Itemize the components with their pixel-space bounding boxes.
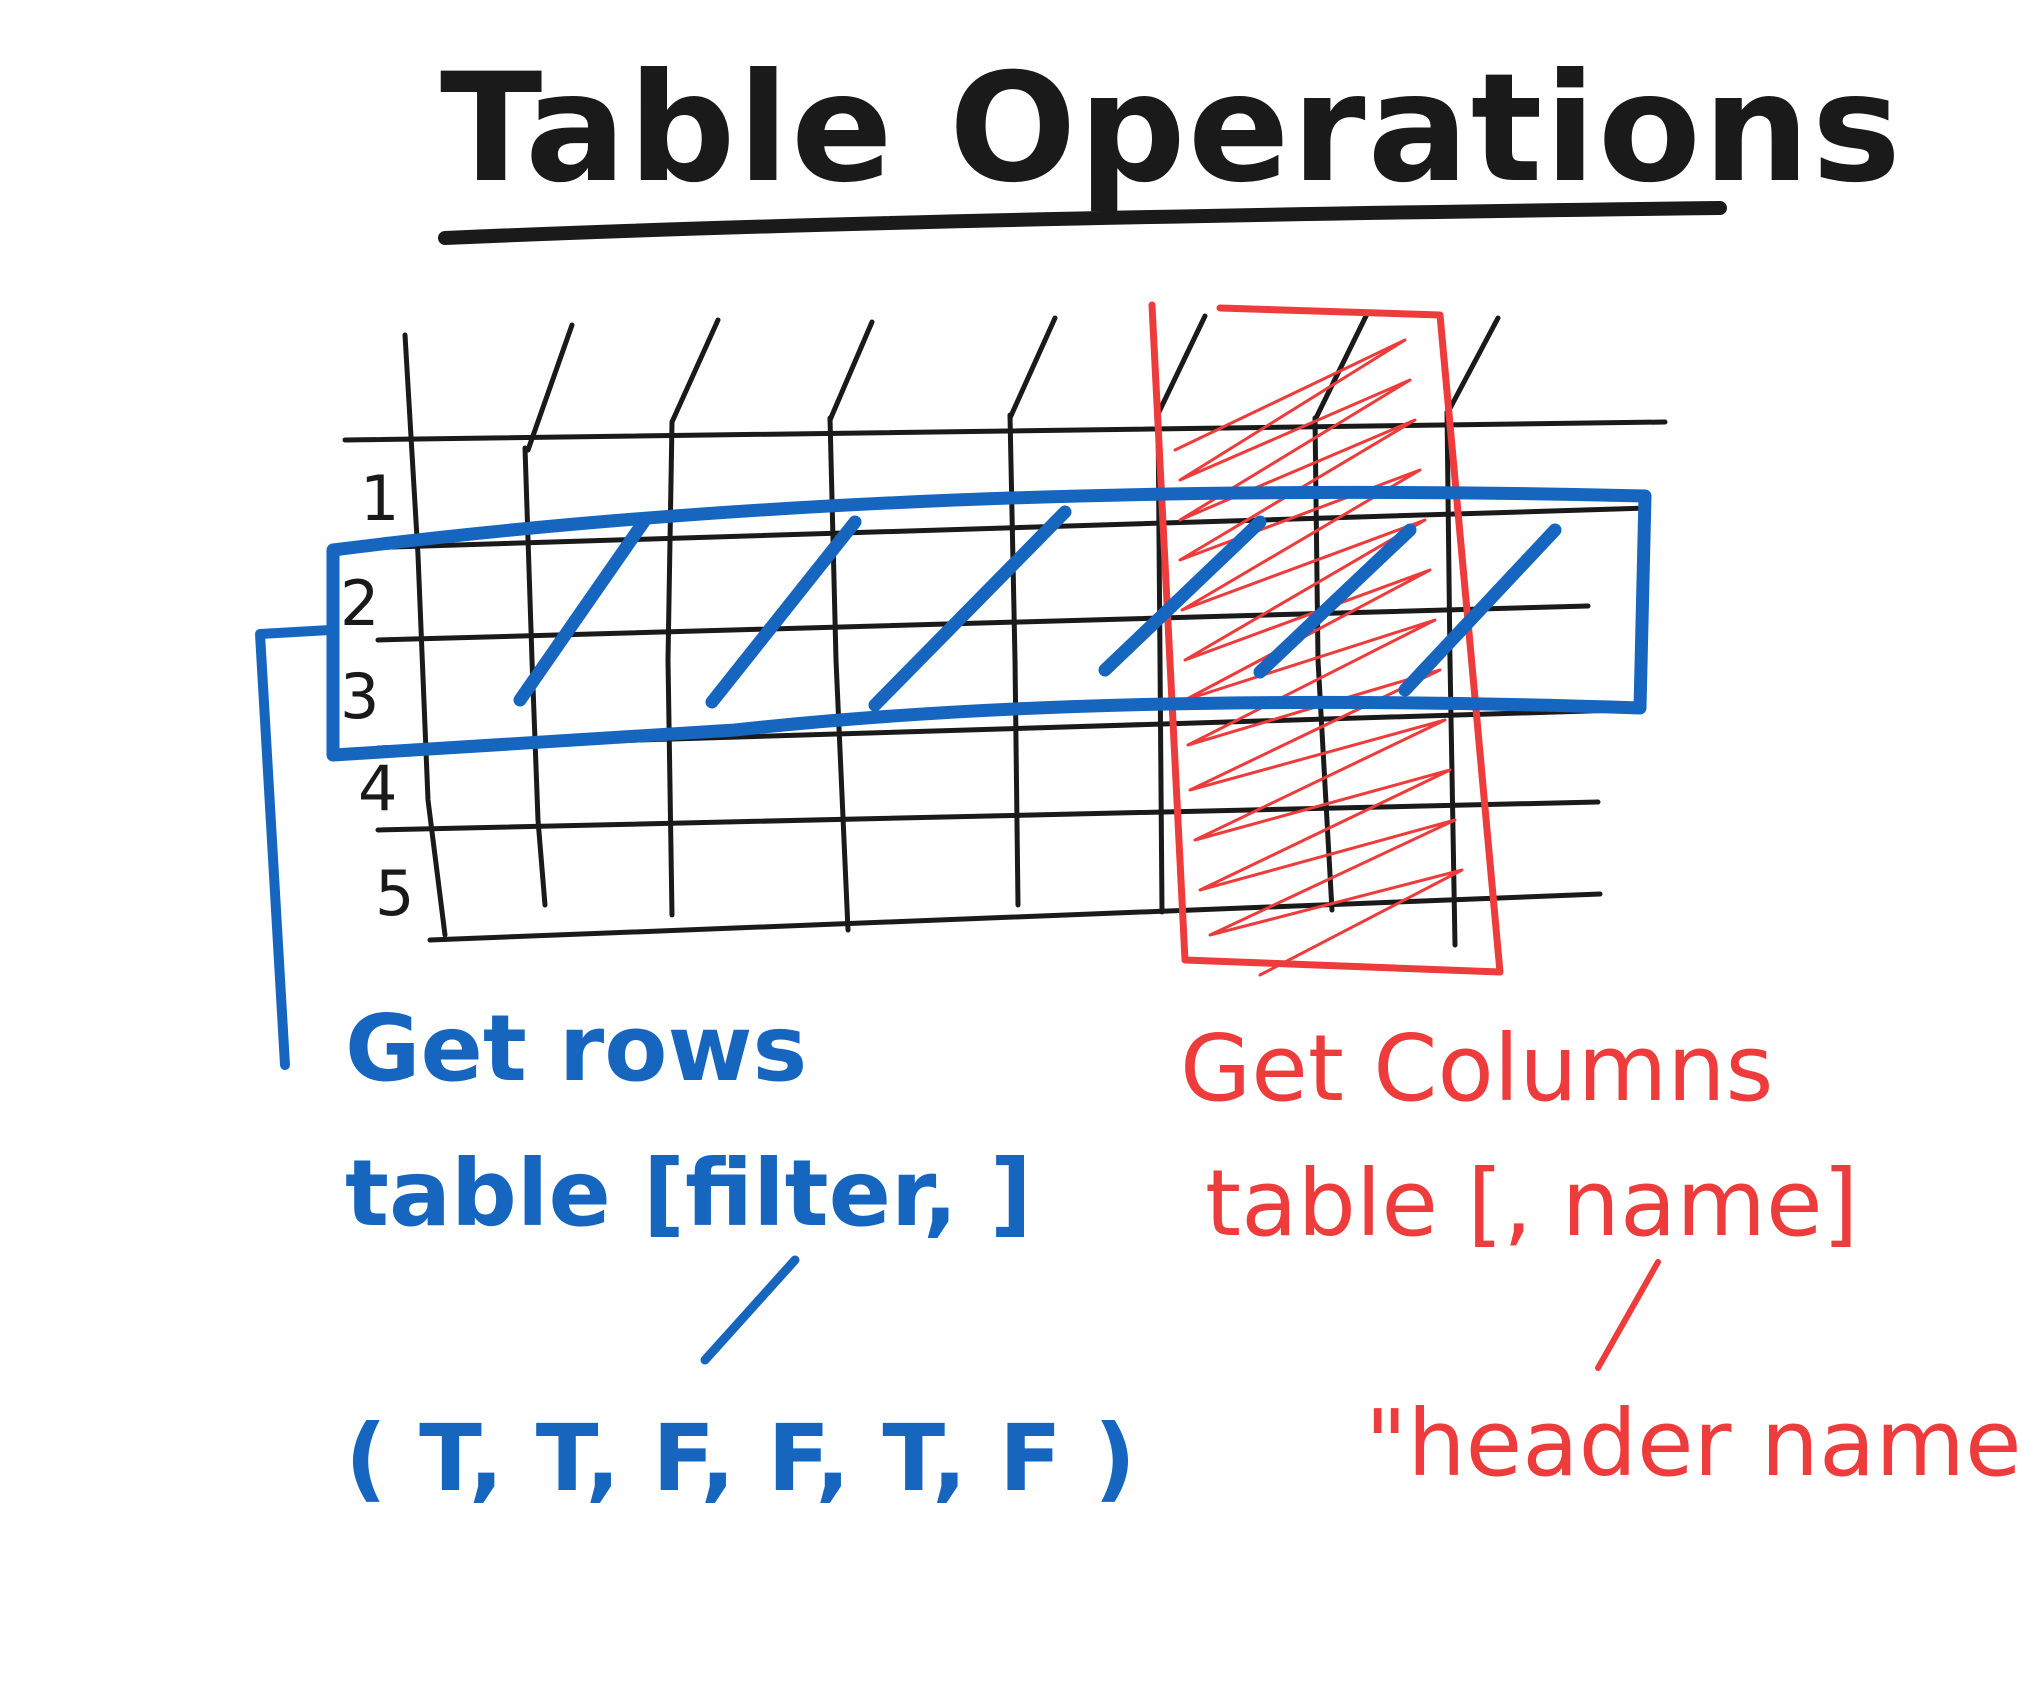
- header-stroke: [525, 322, 575, 453]
- header-stroke: [827, 319, 875, 423]
- rows-heading: Get rows: [345, 995, 807, 1102]
- rows-annotation: Get rows table [filter, ] ( T, T, F, F, …: [345, 995, 1136, 1512]
- rows-syntax: table [filter, ]: [345, 1140, 1032, 1247]
- row-label: 5: [375, 857, 414, 930]
- header-stroke: [1155, 313, 1208, 417]
- header-stroke: [669, 317, 721, 425]
- grid-line-h: [375, 799, 1601, 833]
- row-hatch-stroke: [1098, 515, 1267, 677]
- row-hatch-stroke: [1253, 523, 1417, 679]
- page-title: Table Operations: [440, 42, 1903, 216]
- rows-connector-line: [700, 1255, 800, 1365]
- columns-annotation: Get Columns table [, name] "header name": [1180, 1015, 2030, 1497]
- column-highlight-box: [1148, 301, 1504, 976]
- row-hatch-stroke: [1398, 523, 1562, 697]
- columns-example: "header name": [1365, 1390, 2030, 1497]
- grid-line-h: [357, 505, 1651, 551]
- rows-example: ( T, T, F, F, T, F ): [345, 1405, 1136, 1512]
- grid-line-v: [1007, 412, 1021, 908]
- columns-heading: Get Columns: [1180, 1015, 1773, 1122]
- column-hatching: [1173, 338, 1464, 977]
- grid-line-h: [342, 419, 1668, 443]
- grid-line-h: [375, 603, 1591, 643]
- title-underline: [438, 201, 1727, 245]
- grid-line-v: [827, 415, 851, 933]
- row-label: 2: [340, 567, 379, 640]
- grid-line-v: [402, 332, 448, 938]
- row-hatch-stroke: [513, 513, 652, 707]
- row-highlight: [255, 485, 1652, 1070]
- columns-connector-line: [1595, 1259, 1661, 1371]
- columns-syntax: table [, name]: [1205, 1150, 1858, 1257]
- row-labels: 1 2 3 4 5: [340, 462, 414, 930]
- row-label: 4: [358, 752, 397, 825]
- row-bracket: [255, 625, 335, 1070]
- grid-line-h: [427, 891, 1603, 943]
- row-label: 1: [360, 462, 399, 535]
- row-highlight-box: [326, 485, 1652, 762]
- row-label: 3: [340, 660, 379, 733]
- row-hatch-stroke: [705, 515, 862, 709]
- header-stroke: [1312, 309, 1371, 423]
- row-hatch-stroke: [868, 505, 1072, 712]
- header-stroke: [1444, 315, 1501, 417]
- header-stroke: [1007, 315, 1058, 421]
- grid-line-v: [665, 419, 675, 918]
